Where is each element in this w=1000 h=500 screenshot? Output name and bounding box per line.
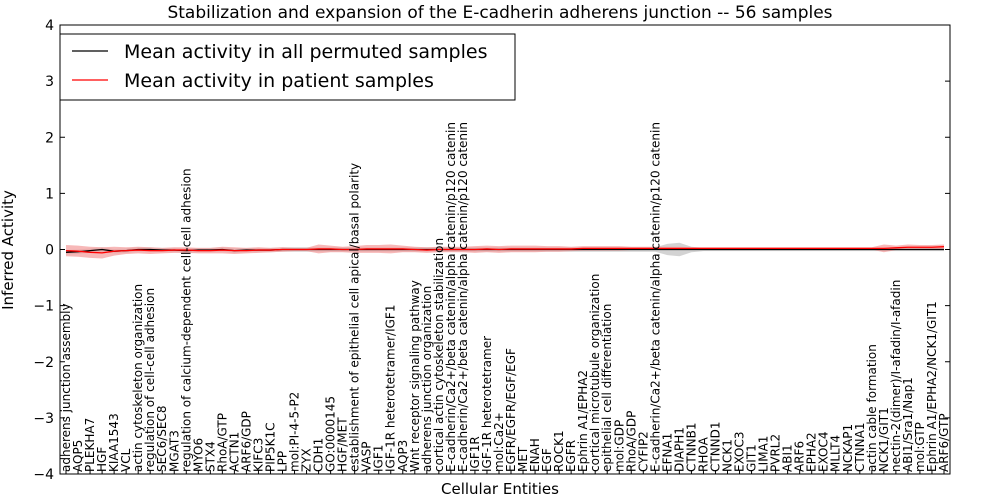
x-tick-label: E-cadherin/Ca2+/beta catenin/alpha caten… <box>648 122 662 472</box>
x-tick-label: IGF-1R heterotetramer <box>480 336 494 472</box>
x-tick-label: GIT1 <box>745 444 759 472</box>
x-tick-label: MGAT3 <box>167 430 181 472</box>
y-axis-label: Inferred Activity <box>0 190 17 310</box>
x-tick-label: Ephrin A1/EPHA2 <box>576 370 590 472</box>
x-tick-label: VCL <box>119 448 133 472</box>
x-tick-label: HGF/MET <box>336 417 350 472</box>
x-tick-label: adherens junction organization <box>420 286 434 472</box>
x-tick-label: IGF1 <box>372 445 386 472</box>
x-tick-label: PLEKHA7 <box>83 418 97 472</box>
x-tick-label: epithelial cell differentiation <box>600 304 614 472</box>
x-tick-label: EXOC3 <box>733 432 747 473</box>
x-tick-label: MYO6 <box>191 438 205 472</box>
x-tick-label: mol:GDP <box>612 420 626 472</box>
y-tick-label: −2 <box>33 355 54 371</box>
chart-title: Stabilization and expansion of the E-cad… <box>167 3 832 23</box>
x-tick-label: ROCK1 <box>552 430 566 472</box>
x-tick-label: KIAA1543 <box>107 413 121 472</box>
x-tick-label: mol:PI-4-5-P2 <box>288 392 302 472</box>
x-tick-label: EGFR/EGFR/EGF/EGF <box>504 348 518 472</box>
x-tick-label: AQP5 <box>71 440 85 472</box>
x-tick-label: EFNA1 <box>660 433 674 472</box>
x-tick-label: ARF6 <box>793 441 807 472</box>
x-tick-label: RHOA <box>696 436 710 472</box>
x-tick-label: DIAPH1 <box>672 427 686 472</box>
x-tick-label: AQP3 <box>396 440 410 472</box>
x-tick-label: adherens junction assembly <box>59 303 73 472</box>
x-tick-label: LIMA1 <box>757 436 771 472</box>
x-tick-label: mol:Ca2+ <box>492 412 506 472</box>
legend-box <box>59 33 516 101</box>
y-tick-labels: 4 3 2 1 0 −1 −2 −3 −4 <box>33 18 950 483</box>
x-tick-label: SEC6/SEC8 <box>155 406 169 472</box>
x-tick-label: CYFIP2 <box>636 431 650 472</box>
x-tick-label: EGFR <box>564 440 578 472</box>
legend: Mean activity in all permuted samples Me… <box>59 33 516 101</box>
x-tick-label: NCK1 <box>721 439 735 472</box>
x-tick-label: Ephrin A1/EPHA2/NCK1/GIT1 <box>925 301 939 472</box>
x-tick-label: CDH1 <box>312 438 326 472</box>
x-tick-label: EGF <box>540 448 554 472</box>
x-tick-label: cortical microtubule organization <box>588 274 602 472</box>
x-tick-label: ARF6/GDP <box>239 411 253 472</box>
x-tick-label: HGF <box>95 447 109 472</box>
x-tick-label: NCK1/GIT1 <box>877 407 891 472</box>
x-tick-label: ABI1/Sra1/Nap1 <box>901 377 915 472</box>
y-tick-label: −4 <box>33 467 54 483</box>
x-tick-labels: adherens junction assemblyAQP5PLEKHA7HGF… <box>59 122 951 474</box>
series-lines <box>65 246 945 254</box>
x-tick-label: GO:0000145 <box>324 396 338 472</box>
x-tick-label: LPP <box>276 451 290 472</box>
x-tick-label: ZYX <box>300 448 314 472</box>
x-tick-label: CTNNA1 <box>853 422 867 472</box>
x-tick-label: KIFC3 <box>251 438 265 472</box>
x-tick-label: RhoA/GDP <box>624 411 638 472</box>
x-tick-label: IGF1R <box>468 436 482 472</box>
x-tick-label: STX4 <box>203 441 217 472</box>
x-tick-label: ENAH <box>528 438 542 472</box>
x-tick-label: VASP <box>360 441 374 472</box>
y-tick-label: 0 <box>45 243 54 259</box>
x-tick-label: cortical actin cytoskeleton stabilizatio… <box>432 238 446 472</box>
y-tick-label: 3 <box>45 74 54 90</box>
x-axis-label: Cellular Entities <box>441 480 559 498</box>
x-tick-label: regulation of calcium-dependent cell-cel… <box>179 168 193 472</box>
x-tick-label: actin cable formation <box>865 344 879 472</box>
x-tick-label: Wnt receptor signaling pathway <box>408 280 422 472</box>
x-tick-label: E-cadherin/Ca2+/beta catenin/alpha caten… <box>444 122 458 472</box>
x-tick-label: IGF-1R heterotetramer/IGF1 <box>384 305 398 472</box>
x-tick-label: regulation of cell-cell adhesion <box>143 288 157 472</box>
x-tick-label: MLLT4 <box>829 435 843 472</box>
legend-label-permuted: Mean activity in all permuted samples <box>124 41 487 63</box>
x-tick-label: E-cadherin/Ca2+/beta catenin/alpha caten… <box>456 122 470 472</box>
y-tick-label: 1 <box>45 186 54 202</box>
x-tick-label: actin cytoskeleton organization <box>131 284 145 472</box>
x-tick-label: ACTN1 <box>227 432 241 472</box>
x-tick-label: ABI1 <box>781 444 795 472</box>
x-tick-label: nectin-2(dimer)/I-afadin/I-afadin <box>889 280 903 472</box>
x-tick-label: MET <box>516 446 530 472</box>
legend-label-patient: Mean activity in patient samples <box>124 70 434 92</box>
x-tick-label: PIP5K1C <box>263 422 277 472</box>
y-tick-label: −1 <box>33 299 54 315</box>
x-tick-label: mol:GTP <box>913 422 927 472</box>
x-tick-label: NCKAP1 <box>841 424 855 472</box>
y-tick-label: 4 <box>45 18 54 34</box>
x-tick-label: establishment of epithelial cell apical/… <box>348 163 362 472</box>
x-tick-label: RhoA/GTP <box>215 413 229 472</box>
y-tick-label: 2 <box>45 130 54 146</box>
x-tick-label: EPHA2 <box>805 432 819 472</box>
x-tick-label: PVRL2 <box>769 434 783 472</box>
x-tick-label: EXOC4 <box>817 432 831 473</box>
x-tick-label: ARF6/GTP <box>937 413 951 472</box>
y-tick-label: −3 <box>33 411 54 427</box>
patient-line <box>65 246 945 254</box>
x-tick-label: CTNNB1 <box>684 422 698 472</box>
x-tick-label: CTNND1 <box>708 421 722 472</box>
